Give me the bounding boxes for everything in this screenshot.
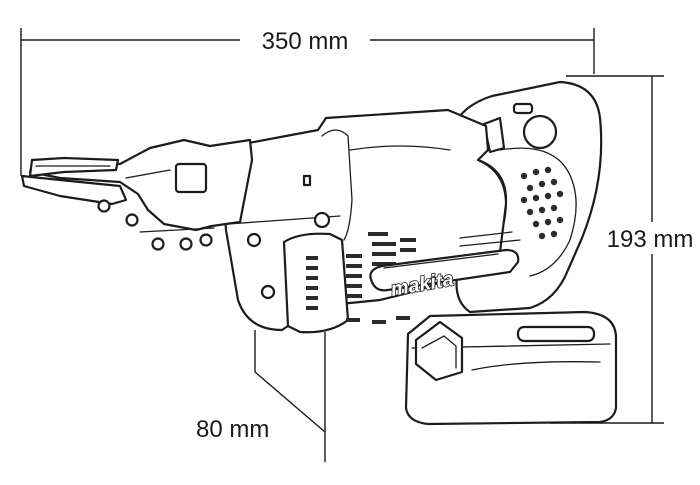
guard-bar-upper-2 bbox=[459, 239, 521, 247]
head-bolt bbox=[199, 233, 213, 247]
head-bolt bbox=[97, 199, 111, 213]
housing-screw bbox=[260, 284, 276, 300]
length-label: 350 mm bbox=[262, 28, 349, 55]
housing-seam bbox=[321, 129, 353, 241]
guard-bar-detail bbox=[383, 253, 499, 269]
lock-off-button bbox=[522, 114, 558, 150]
guard-bar bbox=[369, 248, 520, 292]
width-dimension-line bbox=[254, 371, 326, 433]
height-dimension: 193 mm bbox=[550, 75, 694, 424]
head-bolt bbox=[151, 237, 165, 251]
width-label: 80 mm bbox=[196, 416, 269, 443]
battery-indicator bbox=[516, 325, 596, 343]
top-switch bbox=[512, 102, 534, 115]
head-bolt bbox=[125, 213, 139, 227]
grip-outline bbox=[499, 147, 577, 277]
cordless-shear-drawing: makita bbox=[20, 80, 618, 426]
lower-blade bbox=[20, 174, 128, 206]
grip-texture bbox=[520, 166, 564, 240]
shear-head bbox=[20, 138, 254, 251]
housing-screw bbox=[246, 232, 262, 248]
housing-contour bbox=[349, 145, 451, 151]
width-dimension: 80 mm bbox=[196, 330, 326, 462]
length-dimension: 350 mm bbox=[20, 28, 595, 176]
head-body bbox=[28, 138, 254, 232]
battery-pack bbox=[404, 310, 618, 426]
guard-bar-upper bbox=[459, 231, 513, 239]
head-window bbox=[174, 162, 208, 194]
housing-screw bbox=[313, 211, 331, 229]
head-bolt bbox=[179, 237, 193, 251]
battery-button-detail bbox=[421, 335, 457, 369]
battery-release-button bbox=[414, 320, 464, 382]
housing-slot bbox=[302, 174, 312, 187]
height-label: 193 mm bbox=[607, 226, 694, 253]
head-contour bbox=[125, 169, 171, 179]
head-lower-edge bbox=[139, 227, 215, 233]
battery-contour bbox=[471, 361, 601, 371]
vent-cylinder bbox=[282, 232, 350, 334]
